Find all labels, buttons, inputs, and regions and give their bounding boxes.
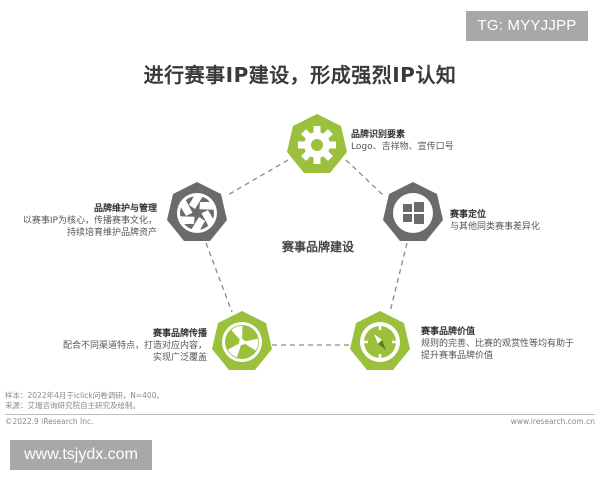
dashed-connectors	[205, 159, 408, 346]
watermark-top: TG: MYYJJPP	[466, 11, 588, 41]
aperture-icon	[177, 193, 217, 233]
footer-divider	[5, 414, 595, 415]
node-left-title: 品牌维护与管理	[93, 204, 157, 214]
node-bottom-right-text: 赛事品牌价值 规则的完善、比赛的观赏性等均有助于 提升赛事品牌价值	[421, 326, 574, 362]
node-left-text: 品牌维护与管理 以赛事IP为核心，传播赛事文化， 持续培育维护品牌资产	[23, 203, 157, 239]
website-link[interactable]: www.iresearch.com.cn	[510, 417, 595, 426]
node-bottom-right-title: 赛事品牌价值	[421, 327, 476, 337]
footer-notes: 样本：2022年4月于iclick问卷调研，N=400。 来源：艾瑞咨询研究院自…	[5, 391, 164, 411]
node-bottom-left-badge	[212, 311, 272, 370]
node-top-text: 品牌识别要素 Logo、吉祥物、宣传口号	[351, 129, 454, 153]
source-note: 来源：艾瑞咨询研究院自主研究及绘制。	[5, 401, 140, 410]
sample-note: 样本：2022年4月于iclick问卷调研，N=400。	[5, 391, 164, 400]
node-right-title: 赛事定位	[450, 210, 487, 220]
node-bottom-right-desc-2: 提升赛事品牌价值	[421, 351, 494, 361]
node-bottom-left-title: 赛事品牌传播	[152, 329, 207, 339]
node-bottom-right-badge	[350, 311, 410, 370]
copyright: ©2022.9 iResearch Inc.	[5, 417, 94, 426]
gear-icon	[298, 126, 336, 164]
radiation-icon	[222, 322, 262, 362]
node-left-desc-1: 以赛事IP为核心，传播赛事文化，	[22, 216, 157, 226]
node-left-badge	[167, 182, 227, 241]
compass-icon	[360, 322, 400, 362]
node-right-desc: 与其他同类赛事差异化	[450, 222, 541, 232]
node-top-desc: Logo、吉祥物、宣传口号	[351, 142, 454, 152]
node-bottom-left-desc-1: 配合不同渠道特点，打造对应内容，	[62, 341, 207, 351]
node-bottom-left-desc-2: 实现广泛覆盖	[152, 353, 207, 363]
node-top-title: 品牌识别要素	[351, 130, 406, 140]
page-title: 进行赛事IP建设，形成强烈IP认知	[143, 63, 457, 87]
node-right-text: 赛事定位 与其他同类赛事差异化	[450, 209, 540, 233]
node-bottom-right-desc-1: 规则的完善、比赛的观赏性等均有助于	[421, 339, 575, 349]
center-label: 赛事品牌建设	[281, 240, 354, 254]
node-top-badge	[287, 114, 347, 173]
windows-icon	[393, 193, 433, 233]
node-left-desc-2: 持续培育维护品牌资产	[66, 228, 157, 238]
node-bottom-left-text: 赛事品牌传播 配合不同渠道特点，打造对应内容， 实现广泛覆盖	[63, 328, 207, 364]
watermark-bottom: www.tsjydx.com	[10, 440, 152, 470]
node-right-badge	[383, 182, 443, 241]
